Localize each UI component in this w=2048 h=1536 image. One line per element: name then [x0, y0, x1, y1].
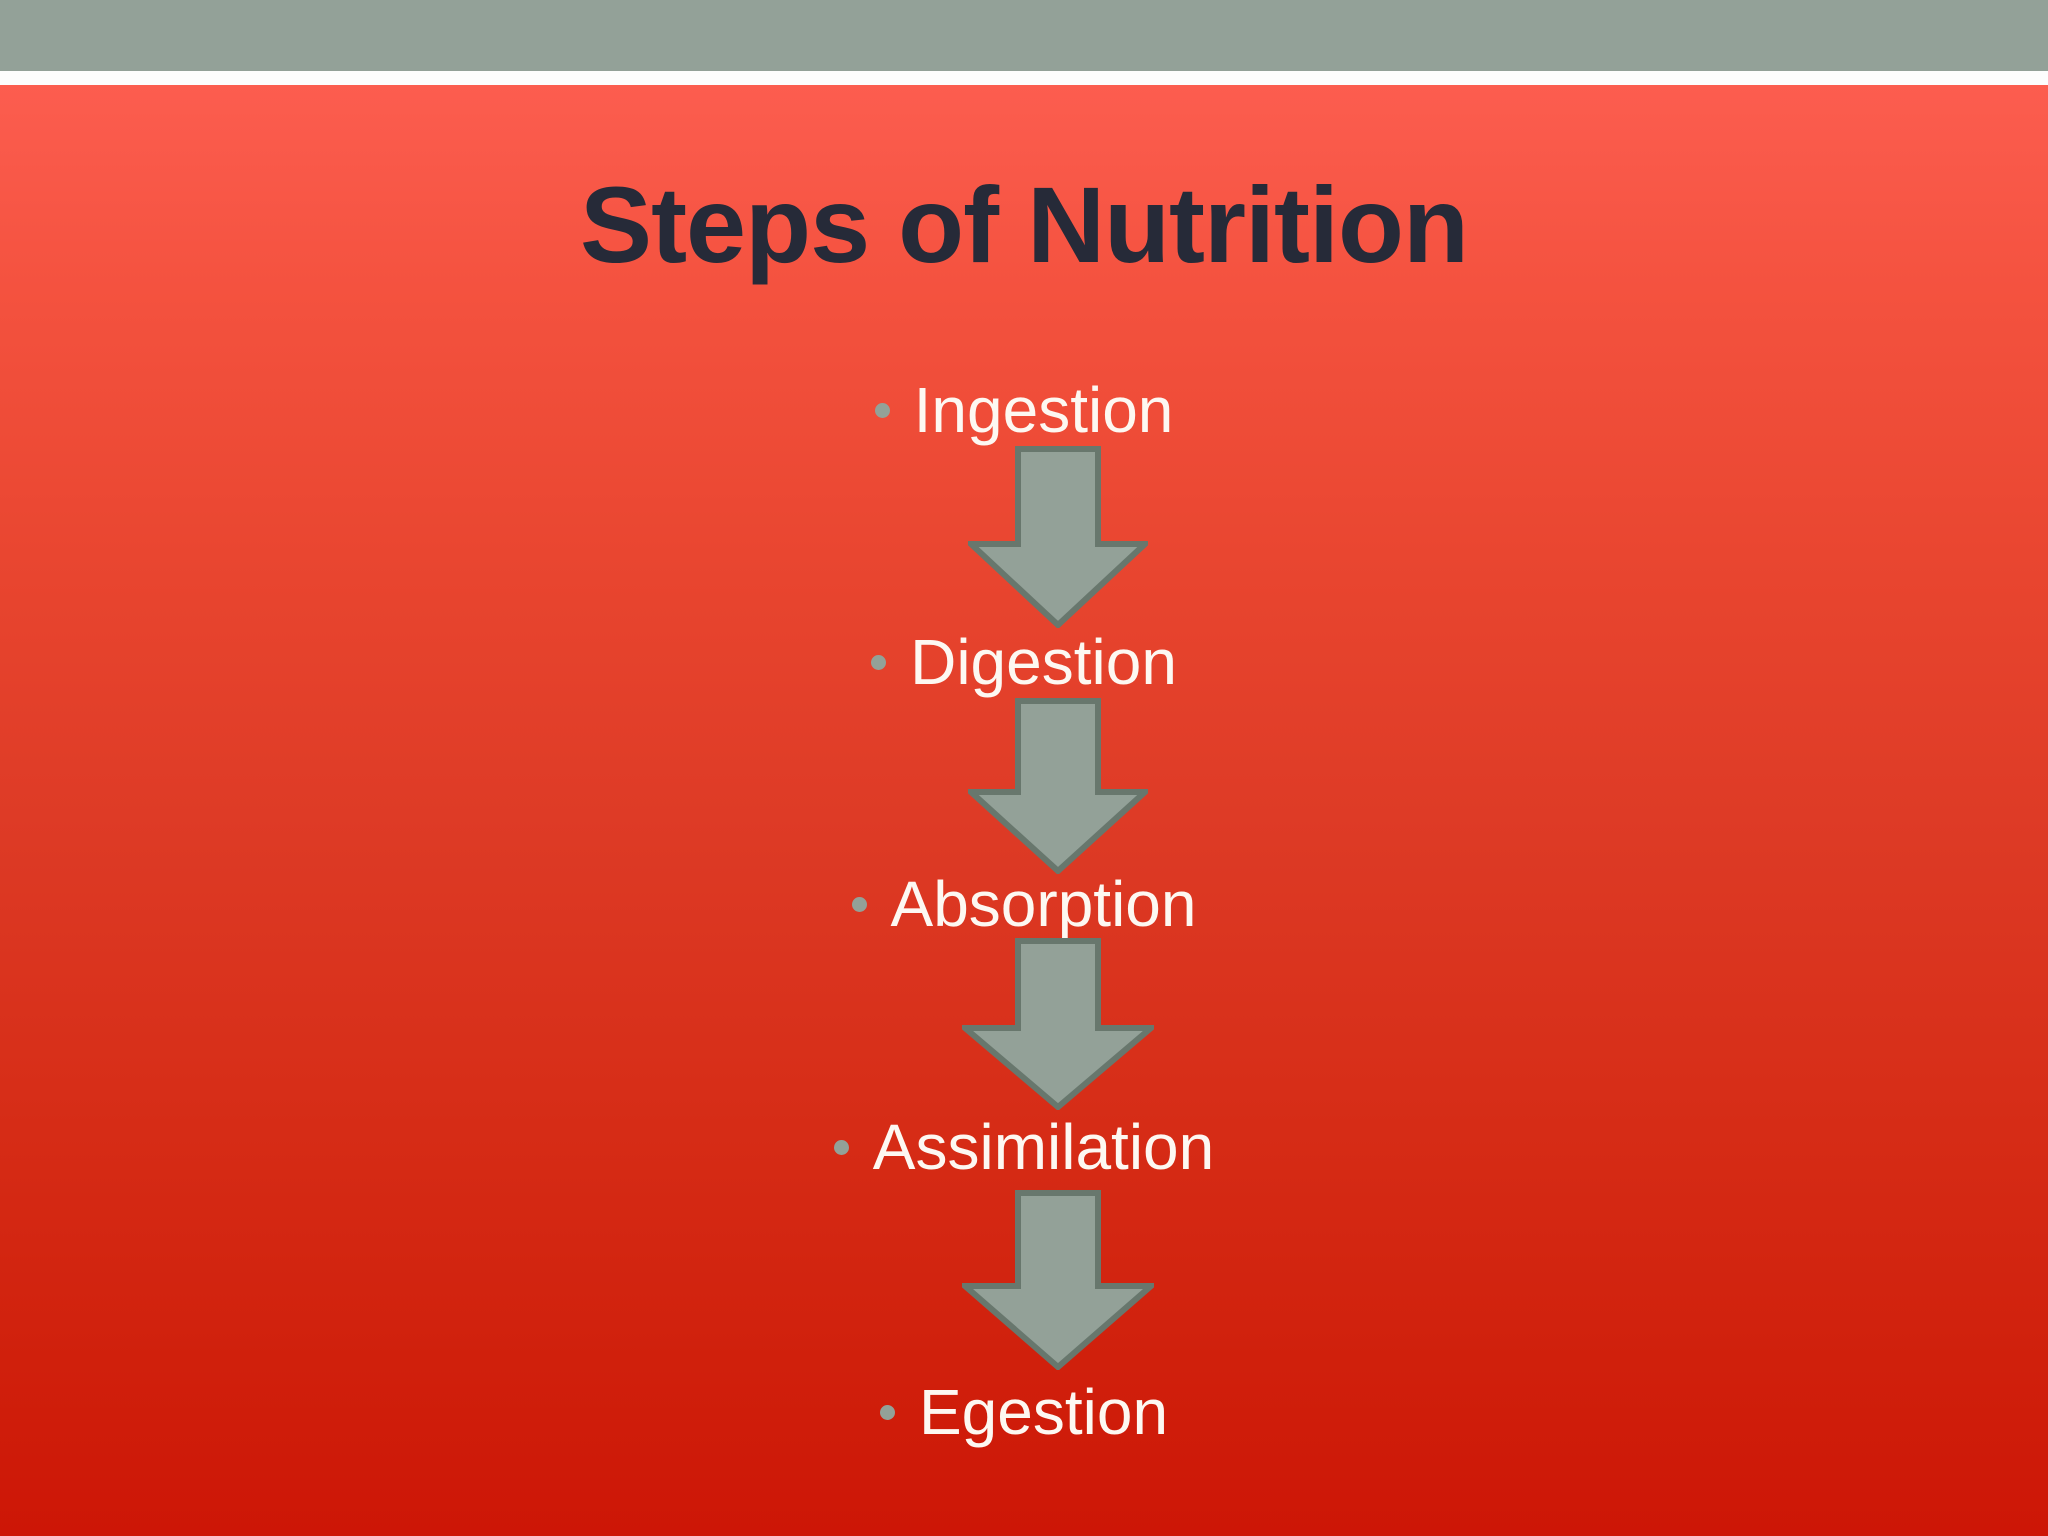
bullet-dot-icon	[879, 1404, 895, 1420]
step-label: Digestion	[910, 626, 1177, 698]
step-label: Assimilation	[872, 1111, 1215, 1183]
bullet-dot-icon	[851, 896, 867, 912]
list-item-egestion[interactable]: Egestion	[0, 1375, 2048, 1449]
list-item-ingestion[interactable]: Ingestion	[0, 373, 2048, 447]
list-item-assimilation[interactable]: Assimilation	[0, 1110, 2048, 1184]
bullet-dot-icon	[871, 654, 887, 670]
step-label: Egestion	[918, 1376, 1169, 1448]
down-arrow-icon-2	[968, 698, 1148, 874]
down-arrow-icon-4	[962, 1190, 1154, 1370]
down-arrow-icon-1	[968, 446, 1148, 628]
header-divider	[0, 71, 2048, 85]
page-title: Steps of Nutrition	[580, 164, 1469, 285]
list-item-digestion[interactable]: Digestion	[0, 625, 2048, 699]
step-label: Ingestion	[913, 374, 1174, 446]
list-item-absorption[interactable]: Absorption	[0, 867, 2048, 941]
bullet-dot-icon	[874, 402, 890, 418]
header-band	[0, 0, 2048, 71]
bullet-dot-icon	[833, 1139, 849, 1155]
step-label: Absorption	[890, 868, 1197, 940]
down-arrow-icon-3	[962, 938, 1154, 1110]
